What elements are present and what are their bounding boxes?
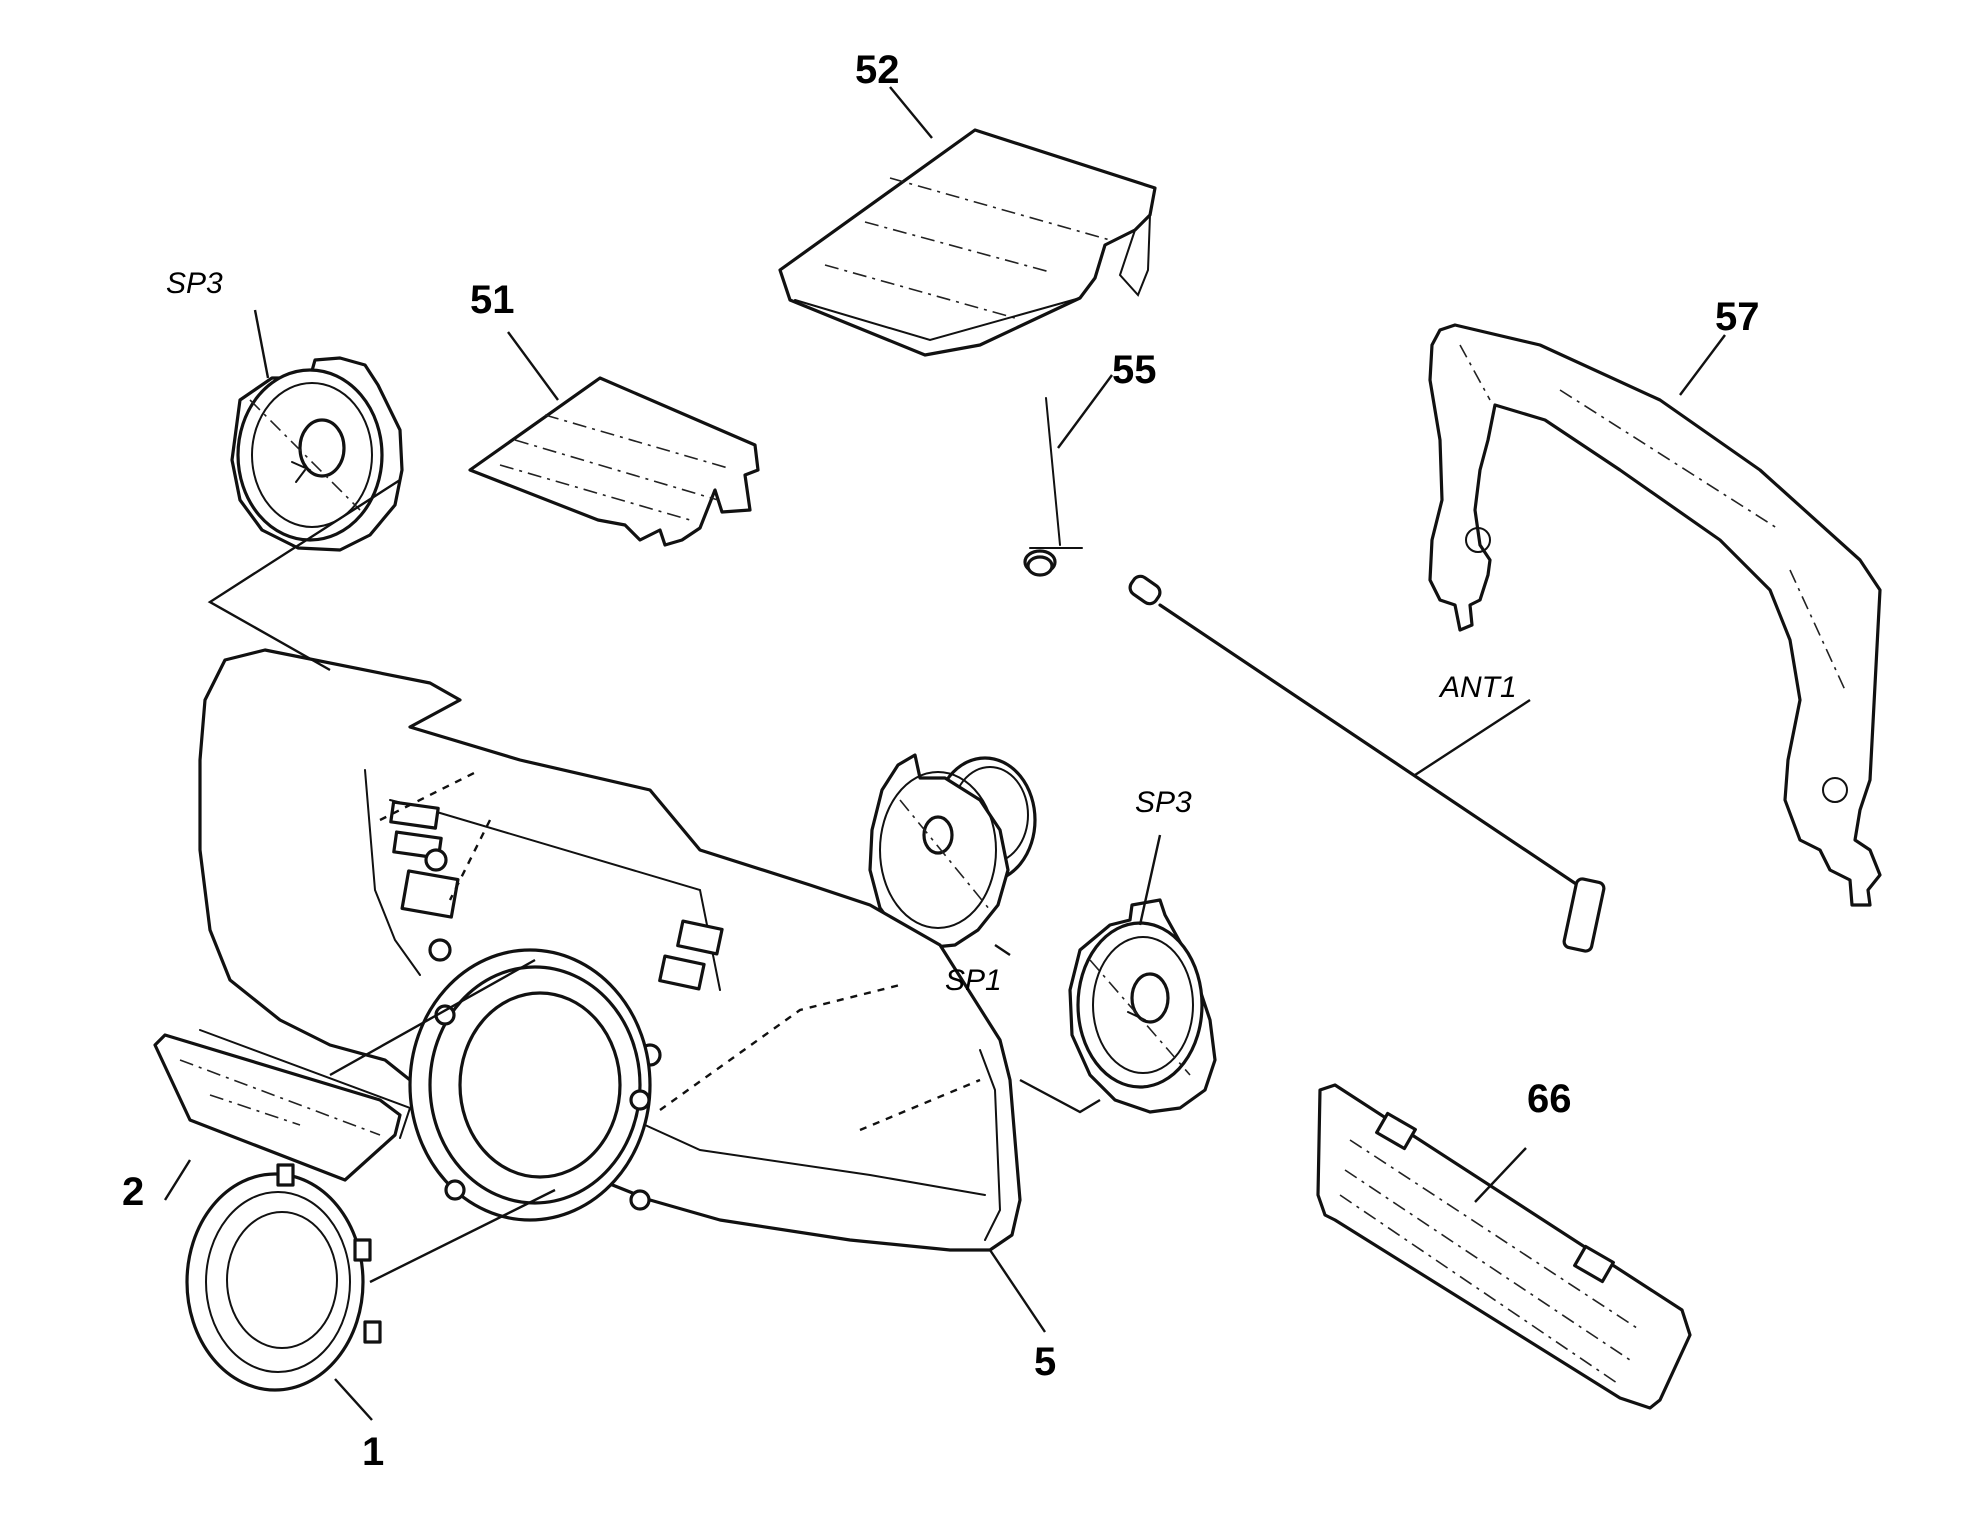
- label-sp3-left: SP3: [166, 267, 223, 300]
- leader-lines: [163, 86, 1726, 1421]
- label-part-66: 66: [1527, 1077, 1572, 1121]
- part-5-front-cabinet: [198, 648, 1022, 1252]
- label-part-55: 55: [1112, 348, 1157, 392]
- part-57-carry-handle: [1428, 323, 1882, 907]
- label-part-52: 52: [855, 48, 900, 92]
- label-sp1: SP1: [945, 964, 1002, 997]
- sp3-right-speaker: [1068, 898, 1217, 1114]
- part-2-display-window: [153, 1029, 412, 1182]
- part-51-cassette-lid: [468, 376, 760, 547]
- part-1-speaker-grille: [185, 1163, 382, 1392]
- label-part-57: 57: [1715, 295, 1760, 339]
- sp1-speaker: [868, 753, 1037, 950]
- label-part-51: 51: [470, 278, 515, 322]
- label-part-5: 5: [1034, 1340, 1056, 1384]
- sp3-left-speaker: [230, 356, 404, 552]
- part-55-spring: [1023, 397, 1083, 577]
- part-52-lid-cover: [778, 128, 1157, 357]
- label-sp3-right: SP3: [1135, 786, 1192, 819]
- ant1-telescopic-antenna: [1128, 574, 1606, 953]
- part-66-battery-cover: [1316, 1083, 1692, 1410]
- callout-labels: 52 51 55 57 66 5 2 1 SP3 SP3 SP1 ANT1: [122, 48, 1760, 1474]
- label-ant1: ANT1: [1438, 671, 1517, 704]
- label-part-1: 1: [362, 1430, 384, 1474]
- label-part-2: 2: [122, 1170, 144, 1214]
